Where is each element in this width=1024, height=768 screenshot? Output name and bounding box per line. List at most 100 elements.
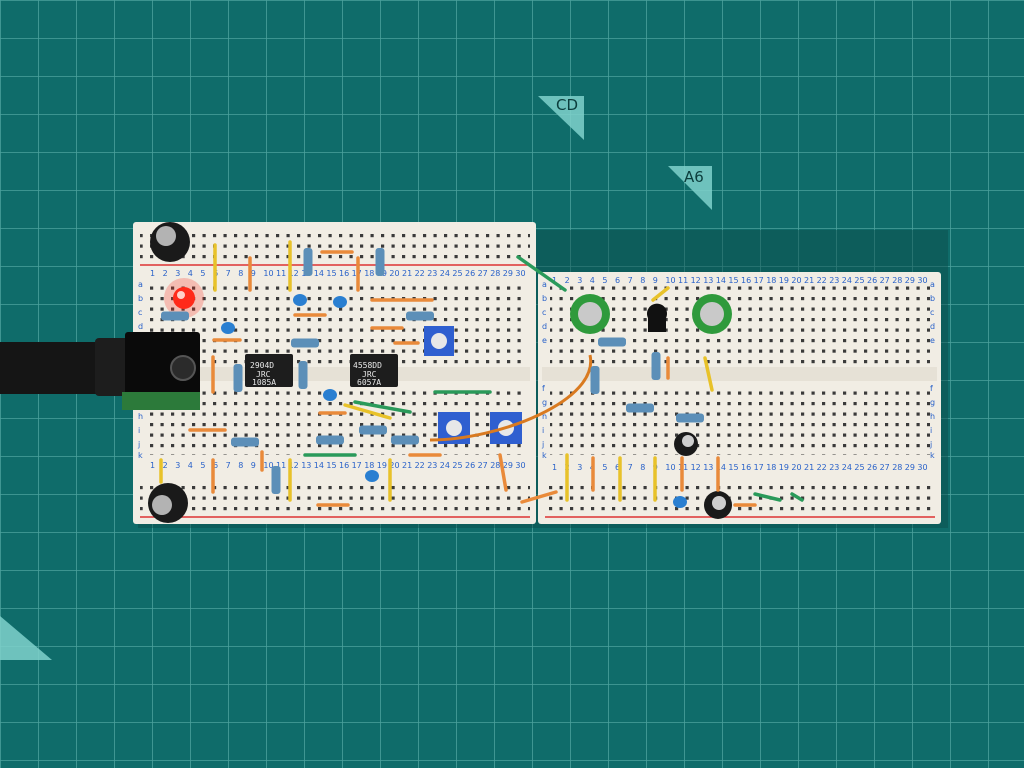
row-letter: d	[138, 322, 143, 331]
row-letter: b	[930, 294, 935, 303]
resistor	[303, 248, 313, 276]
resistor	[375, 248, 385, 276]
column-number: 25	[854, 463, 864, 472]
column-number: 7	[628, 463, 633, 472]
column-number: 26	[867, 276, 877, 285]
jumper-wire	[343, 403, 392, 420]
column-number: 30	[515, 269, 525, 278]
row-letter: g	[930, 398, 935, 407]
column-number: 17	[352, 461, 362, 470]
column-number: 30	[917, 276, 927, 285]
column-number: 16	[741, 463, 751, 472]
mat-marker-cd: CD	[556, 96, 578, 114]
column-number: 20	[389, 461, 399, 470]
row-letter: c	[138, 308, 142, 317]
column-number: 14	[716, 276, 726, 285]
column-number: 27	[478, 461, 488, 470]
column-number: 21	[402, 461, 412, 470]
jumper-wire	[753, 492, 782, 502]
resistor	[359, 425, 387, 435]
row-letter: b	[542, 294, 547, 303]
ic-2904d: 2904D JRC 1085A	[245, 354, 293, 387]
right-bottom-rail-holes	[545, 485, 935, 513]
column-number: 13	[301, 461, 311, 470]
resistor	[291, 338, 319, 348]
capacitor-top-left	[150, 222, 190, 262]
column-number: 10	[665, 463, 675, 472]
column-number: 22	[415, 461, 425, 470]
column-number: 8	[640, 463, 645, 472]
column-number: 28	[490, 461, 500, 470]
column-number: 1	[552, 276, 557, 285]
components	[159, 240, 804, 508]
row-letter: j	[929, 440, 932, 449]
column-number: 11	[276, 461, 286, 470]
row-letter: d	[542, 322, 547, 331]
column-number: 1	[150, 461, 155, 470]
ceramic-capacitor	[365, 470, 379, 482]
column-number: 6	[615, 276, 620, 285]
jumper-wire	[353, 400, 412, 414]
column-number: 3	[577, 463, 582, 472]
resistor	[231, 437, 259, 447]
dc-power-cable	[0, 332, 200, 410]
column-number: 6	[615, 463, 620, 472]
row-letter: i	[138, 426, 140, 435]
column-number: 30	[515, 461, 525, 470]
column-number: 8	[640, 276, 645, 285]
resistor	[676, 413, 704, 423]
column-number: 7	[628, 276, 633, 285]
left-top-rail-holes	[140, 232, 530, 260]
trimmer-pot-1	[424, 326, 454, 356]
ic-4558dd: 4558DD JRC 6057A	[350, 354, 398, 387]
ic-left-line-1: 2904D	[250, 361, 274, 370]
row-letter: k	[138, 451, 143, 460]
column-number: 10	[665, 276, 675, 285]
column-number: 1	[552, 463, 557, 472]
mat-triangle-marker	[538, 96, 584, 140]
column-number: 29	[503, 269, 513, 278]
row-letter: d	[930, 322, 935, 331]
column-number: 6	[213, 461, 218, 470]
column-number: 23	[829, 276, 839, 285]
column-number: 21	[804, 463, 814, 472]
row-letter: k	[542, 451, 547, 460]
capacitor-small-1	[674, 432, 698, 456]
ic-left-line-2: JRC	[256, 370, 271, 379]
column-number: 29	[905, 463, 915, 472]
column-number: 15	[326, 461, 336, 470]
left-upper-holes	[150, 282, 525, 364]
jumper-wire	[790, 492, 804, 502]
column-number: 18	[364, 461, 374, 470]
column-number: 22	[817, 463, 827, 472]
row-letter: b	[138, 294, 143, 303]
column-number: 9	[251, 461, 256, 470]
column-number: 30	[917, 463, 927, 472]
column-number: 5	[602, 276, 607, 285]
ic-right-line-2: JRC	[362, 370, 377, 379]
column-number: 14	[716, 463, 726, 472]
column-number: 25	[452, 461, 462, 470]
row-letter: a	[138, 280, 143, 289]
column-number: 20	[791, 276, 801, 285]
red-led	[164, 278, 204, 318]
right-lower-holes	[550, 385, 930, 455]
column-number: 19	[779, 276, 789, 285]
row-letter: a	[930, 280, 935, 289]
column-number: 14	[314, 461, 324, 470]
column-number: 23	[427, 461, 437, 470]
column-number: 11	[678, 276, 688, 285]
column-number: 26	[465, 461, 475, 470]
column-number: 13	[703, 276, 713, 285]
column-number: 24	[440, 269, 450, 278]
mat-corner-marker	[0, 616, 52, 660]
row-letter: e	[930, 336, 935, 345]
column-number: 2	[565, 276, 570, 285]
ceramic-capacitor	[221, 322, 235, 334]
column-number: 3	[577, 276, 582, 285]
column-number: 12	[289, 269, 299, 278]
column-number: 20	[389, 269, 399, 278]
column-number: 28	[490, 269, 500, 278]
